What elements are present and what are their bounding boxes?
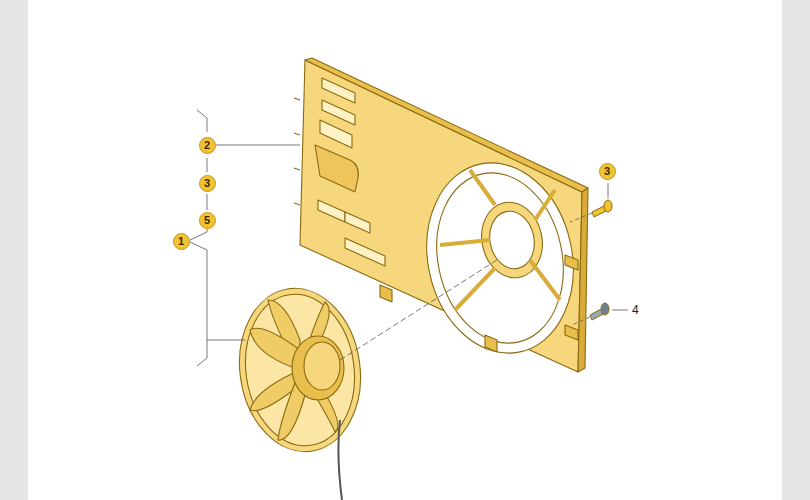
callout-number: 3: [204, 178, 210, 189]
callout-number: 1: [178, 236, 184, 247]
screw: [590, 200, 612, 320]
callout-number: 2: [204, 140, 210, 151]
fan-wheel: [229, 280, 371, 500]
callout-circle: 2: [199, 137, 216, 154]
callout-number: 3: [604, 166, 610, 177]
leader-line: [190, 110, 628, 366]
callout-number: 4: [632, 304, 639, 316]
callout-number: 5: [204, 215, 210, 226]
callout-circle: 1: [173, 233, 190, 250]
callout-circle: 5: [199, 212, 216, 229]
callout-circle: 3: [599, 163, 616, 180]
page-ground: [28, 0, 782, 500]
callout-circle: 3: [199, 175, 216, 192]
